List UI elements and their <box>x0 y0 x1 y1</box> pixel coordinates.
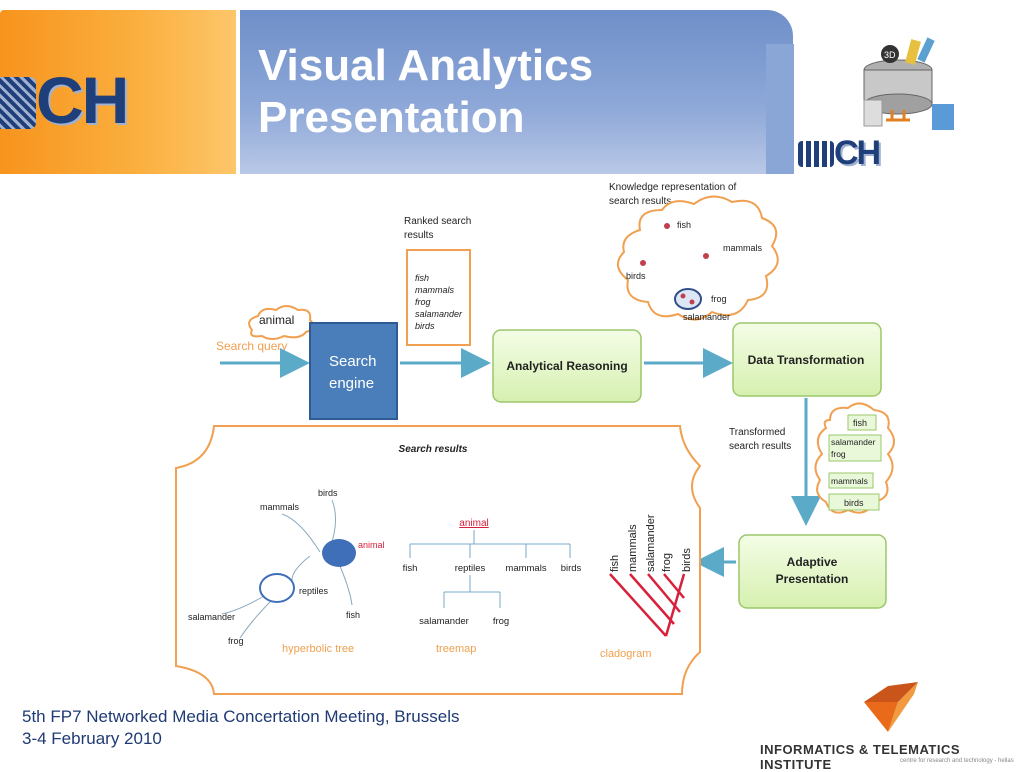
logo-emblem-icon <box>0 77 36 129</box>
search-engine-box <box>309 322 398 420</box>
title-line-1: Visual Analytics <box>258 41 594 90</box>
knowledge-item: mammals <box>723 243 763 253</box>
treemap-node: salamander <box>419 616 469 627</box>
title-line-2: Presentation <box>258 93 525 142</box>
logo-text: CH <box>36 63 129 137</box>
logo-small-text: CH <box>834 134 881 172</box>
footer-text: 5th FP7 Networked Media Concertation Mee… <box>22 706 459 750</box>
knowledge-dot <box>689 299 695 305</box>
ranked-results-list: fish mammals frog salamander birds <box>415 273 463 331</box>
cladogram-leaf: salamander <box>645 514 657 572</box>
hyperbolic-node-label: mammals <box>260 502 300 512</box>
query-word: animal <box>259 313 294 327</box>
ranked-item: mammals <box>415 285 455 295</box>
footer-date: 3-4 February 2010 <box>22 729 162 748</box>
knowledge-label-line2: search results <box>609 196 671 207</box>
hyperbolic-reptiles-node <box>259 573 295 603</box>
treemap-node: frog <box>493 616 509 627</box>
transformed-item: fish <box>853 418 867 428</box>
cladogram-leaf: birds <box>681 548 693 572</box>
cladogram-leaf: mammals <box>627 524 639 572</box>
query-cloud <box>248 305 315 340</box>
page-title: Visual Analytics Presentation <box>258 40 593 144</box>
cladogram-lines <box>609 573 686 637</box>
header-orange-panel: CH <box>0 10 236 174</box>
transformed-item: mammals <box>831 476 868 486</box>
cladogram-caption: cladogram <box>600 648 651 660</box>
treemap-root: animal <box>459 518 488 529</box>
search-query-label: Search query <box>216 339 287 353</box>
header-accent-strip <box>766 44 794 174</box>
hyperbolic-node-label: frog <box>228 636 244 646</box>
data-transformation-box <box>732 322 882 397</box>
hyperbolic-node-label: animal <box>358 540 385 550</box>
ranked-item: salamander <box>415 309 463 319</box>
knowledge-label-line1: Knowledge representation of <box>609 182 737 193</box>
ranked-label-line1: Ranked search <box>404 216 471 227</box>
transformed-label-line2: search results <box>729 441 791 452</box>
transformed-chip <box>828 493 880 511</box>
cladogram-leaves: fish mammals salamander frog birds <box>609 514 693 572</box>
ranked-item: fish <box>415 273 429 283</box>
header-title-panel: Visual Analytics Presentation <box>240 10 793 174</box>
treemap-node: reptiles <box>455 563 486 574</box>
hyperbolic-node-label: fish <box>346 610 360 620</box>
knowledge-dot <box>680 293 686 299</box>
analytical-reasoning-label: Analytical Reasoning <box>506 359 627 373</box>
knowledge-item: fish <box>677 220 691 230</box>
treemap-node: birds <box>561 563 582 574</box>
logo-small-emblem-icon <box>798 141 834 167</box>
hyperbolic-tree <box>221 499 353 639</box>
treemap-tree <box>409 530 571 608</box>
transformed-label-line1: Transformed <box>729 427 785 438</box>
frog-salamander-cluster <box>674 288 702 310</box>
transformed-item: frog <box>831 449 846 459</box>
itch-logo: CH <box>0 62 129 138</box>
ranked-item: frog <box>415 297 431 307</box>
cladogram-leaf: fish <box>609 555 621 572</box>
ranked-label-line2: results <box>404 230 433 241</box>
machine-graphic-icon: 3D <box>863 37 954 130</box>
iti-tagline: centre for research and technology - hel… <box>900 758 1014 764</box>
hyperbolic-caption: hyperbolic tree <box>282 643 354 655</box>
search-results-title: Search results <box>399 444 468 455</box>
itch-logo-small: CH <box>798 134 881 173</box>
ranked-results-box <box>406 249 471 346</box>
knowledge-dot <box>703 253 709 259</box>
knowledge-item: salamander <box>683 312 730 322</box>
hyperbolic-node-label: birds <box>318 488 338 498</box>
ranked-item: birds <box>415 321 435 331</box>
svg-text:3D: 3D <box>884 50 896 60</box>
hyperbolic-root-node <box>322 539 356 567</box>
knowledge-dot <box>640 260 646 266</box>
transformed-chip <box>828 434 882 462</box>
search-engine-line2: engine <box>329 375 374 392</box>
knowledge-item: birds <box>626 271 646 281</box>
hyperbolic-node-label: salamander <box>188 612 235 622</box>
adaptive-line2: Presentation <box>776 572 849 586</box>
search-engine-line1: Search <box>329 353 377 370</box>
adaptive-presentation-box <box>738 534 887 609</box>
treemap-node: fish <box>403 563 418 574</box>
treemap-node: mammals <box>505 563 546 574</box>
transformed-item: birds <box>844 498 864 508</box>
footer-event: 5th FP7 Networked Media Concertation Mee… <box>22 707 460 726</box>
knowledge-dot <box>664 223 670 229</box>
transformed-item: salamander <box>831 437 876 447</box>
search-results-frame <box>175 425 702 695</box>
treemap-caption: treemap <box>436 643 476 655</box>
analytical-reasoning-box <box>492 329 642 403</box>
transformed-chip <box>828 472 874 489</box>
transformed-chip <box>847 414 877 431</box>
iti-logo-icon <box>864 682 918 732</box>
knowledge-cloud <box>617 195 779 321</box>
cladogram-leaf: frog <box>661 553 673 572</box>
knowledge-item: frog <box>711 294 727 304</box>
data-transformation-label: Data Transformation <box>748 353 865 367</box>
adaptive-line1: Adaptive <box>787 555 838 569</box>
hyperbolic-node-label: reptiles <box>299 586 329 596</box>
